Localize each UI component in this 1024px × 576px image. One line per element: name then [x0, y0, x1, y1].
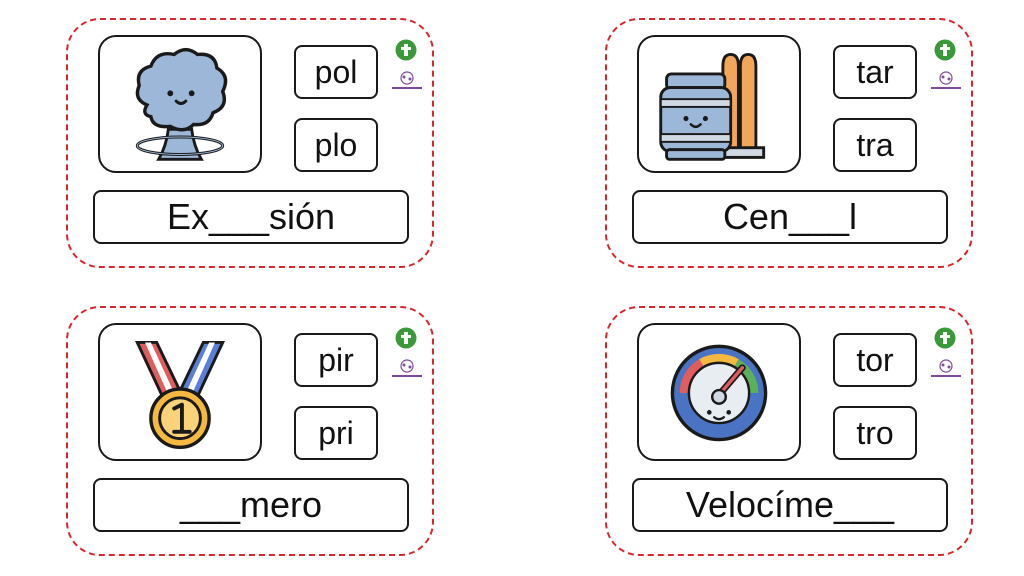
medal-icon [134, 341, 226, 450]
syllable-option[interactable]: tar [833, 45, 917, 99]
word-blank: Velocíme___ [632, 478, 948, 532]
card-explosion: pol plo Ex___sión [66, 18, 434, 268]
syllable-option[interactable]: pir [294, 333, 378, 387]
purple-logo-icon [390, 70, 424, 92]
green-logo-icon [395, 327, 417, 349]
syllable-option[interactable]: pol [294, 45, 378, 99]
card-central: tar tra Cen___l [605, 18, 973, 268]
card-velocimetro: tor tro Velocíme___ [605, 306, 973, 556]
picture-frame [98, 35, 262, 173]
purple-logo-icon [929, 358, 963, 380]
word-blank: ___mero [93, 478, 409, 532]
card-primero: pir pri ___mero [66, 306, 434, 556]
picture-frame [637, 35, 801, 173]
syllable-option[interactable]: tra [833, 118, 917, 172]
picture-frame [637, 323, 801, 461]
purple-logo-icon [390, 358, 424, 380]
syllable-option[interactable]: plo [294, 118, 378, 172]
picture-frame [98, 323, 262, 461]
word-blank: Cen___l [632, 190, 948, 244]
syllable-option[interactable]: pri [294, 406, 378, 460]
explosion-cloud-icon [135, 47, 228, 161]
green-logo-icon [395, 39, 417, 61]
green-logo-icon [934, 327, 956, 349]
green-logo-icon [934, 39, 956, 61]
power-plant-icon [659, 53, 766, 161]
speedometer-icon [670, 344, 768, 442]
purple-logo-icon [929, 70, 963, 92]
syllable-option[interactable]: tor [833, 333, 917, 387]
word-blank: Ex___sión [93, 190, 409, 244]
syllable-option[interactable]: tro [833, 406, 917, 460]
